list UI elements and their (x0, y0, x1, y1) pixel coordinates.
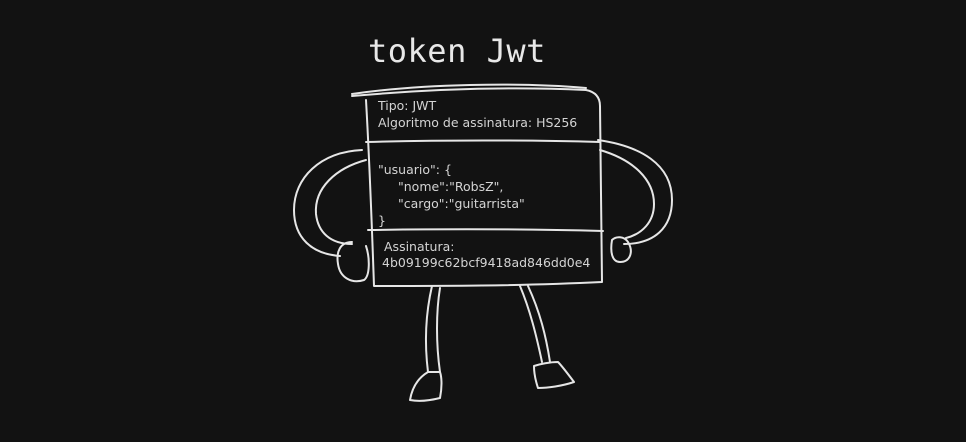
header-type-text: Tipo: JWT (377, 98, 437, 113)
header-algorithm-text: Algoritmo de assinatura: HS256 (378, 115, 577, 130)
left-arm (293, 149, 363, 257)
left-foot (409, 371, 443, 402)
payload-open-text: "usuario": { (378, 162, 452, 177)
left-leg (424, 285, 433, 373)
right-leg (519, 285, 543, 363)
right-arm (597, 139, 673, 245)
right-hand (610, 236, 632, 263)
payload-cargo-text: "cargo":"guitarrista" (398, 196, 525, 211)
payload-divider (367, 228, 604, 232)
left-hand (336, 241, 370, 283)
right-arm-inner (599, 149, 655, 239)
right-leg-inner (527, 285, 551, 363)
signature-label-text: Assinatura: (384, 239, 454, 254)
right-foot (533, 361, 575, 389)
payload-nome-text: "nome":"RobsZ", (398, 179, 503, 194)
payload-close-text: } (378, 213, 386, 228)
left-arm-inner (314, 159, 367, 245)
signature-value-text: 4b09199c62bcf9418ad846dd0e4 (382, 255, 590, 270)
diagram-title: token Jwt (368, 32, 546, 70)
left-leg-inner (436, 287, 441, 373)
header-divider (365, 139, 601, 143)
token-top-edge (351, 83, 587, 95)
